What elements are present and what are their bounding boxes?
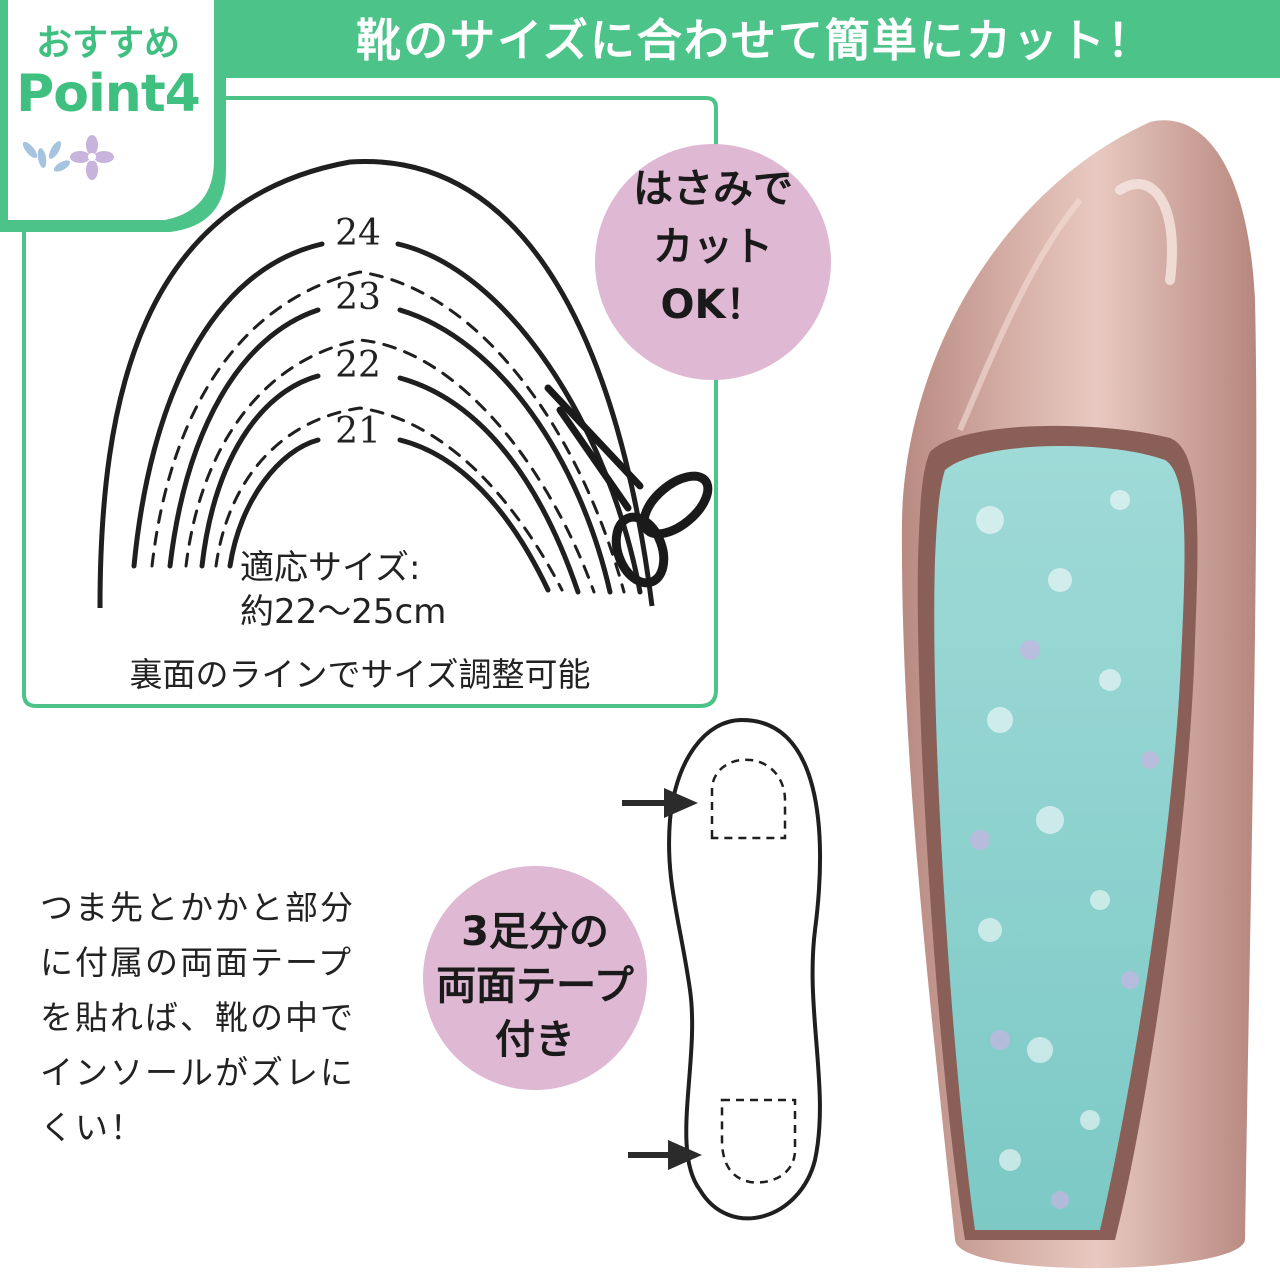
header-title: 靴のサイズに合わせて簡単にカット！ <box>356 14 1154 67</box>
circle-line: 付き <box>495 1017 575 1063</box>
description-line: に付属の両面テープ <box>40 943 354 982</box>
circle-line: カット <box>653 224 773 270</box>
size-label-22: 22 <box>335 345 381 386</box>
circle-line: 3足分の <box>461 909 609 955</box>
fit-size-text: 適応サイズ: 約22〜25cm <box>240 546 446 634</box>
flower-icon <box>22 135 114 180</box>
tape-description: つま先とかかと部分 に付属の両面テープ を貼れば、靴の中で インソールがズレに … <box>40 880 410 1155</box>
circle-line: はさみで <box>633 166 793 212</box>
insole-outline <box>97 159 655 609</box>
fit-size-label: 適応サイズ: <box>240 548 421 588</box>
fit-size-range: 約22〜25cm <box>240 592 447 632</box>
circle-line: 両面テープ <box>436 963 634 1009</box>
badge-point-label: Point4 <box>16 64 201 124</box>
description-line: を貼れば、靴の中で <box>40 998 355 1037</box>
description-line: インソールがズレに <box>40 1053 355 1092</box>
sole-outline <box>667 717 823 1221</box>
badge-recommend-label: おすすめ <box>35 23 180 64</box>
toe-tape-area <box>710 758 787 840</box>
heel-tape-area <box>720 1098 797 1184</box>
size-label-21: 21 <box>335 411 381 452</box>
tape-circle <box>423 866 647 1090</box>
tape-circle-text: 3足分の 両面テープ 付き <box>422 905 648 1067</box>
scissors-icon <box>544 384 713 588</box>
scissors-ok-text: はさみで カット OK！ <box>598 160 828 334</box>
size-label-23: 23 <box>335 277 381 318</box>
arrow-right-icon <box>622 788 702 1170</box>
description-line: つま先とかかと部分 <box>40 888 355 927</box>
size-adjust-note: 裏面のラインでサイズ調整可能 <box>129 655 591 694</box>
size-label-24: 24 <box>335 213 381 254</box>
description-line: くい！ <box>40 1108 145 1147</box>
scissors-ok-circle <box>595 144 831 380</box>
circle-line: OK！ <box>660 282 766 328</box>
shoe-image <box>901 120 1257 1269</box>
size-panel-frame <box>22 96 718 708</box>
